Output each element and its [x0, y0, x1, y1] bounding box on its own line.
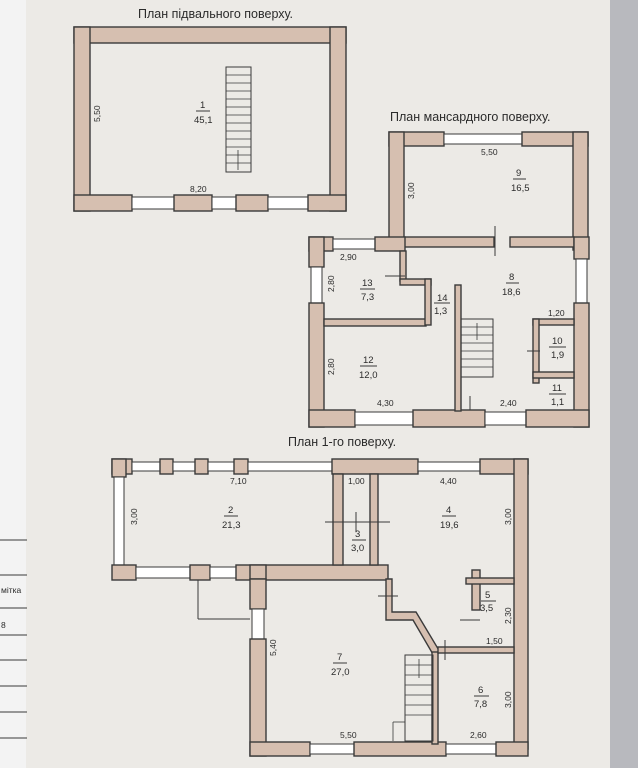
attic-room12-height-dim: 2,80 — [326, 358, 336, 375]
attic-top-width-dim: 5,50 — [481, 147, 498, 157]
room-8-number: 8 — [509, 272, 514, 283]
attic-room12-width-dim: 4,30 — [377, 398, 394, 408]
first-floor-plan — [111, 458, 529, 757]
first-room2-height-dim: 3,00 — [129, 508, 139, 525]
attic-plan-title: План мансардного поверху. — [390, 110, 551, 124]
room-12-area: 12,0 — [359, 370, 378, 381]
room-6-number: 6 — [478, 685, 483, 696]
right-background — [610, 0, 638, 768]
room-12-number: 12 — [363, 355, 374, 366]
attic-room13-height-dim: 2,80 — [326, 275, 336, 292]
room-7-number: 7 — [337, 652, 342, 663]
room-3-number: 3 — [355, 529, 360, 540]
room-5-number: 5 — [485, 590, 490, 601]
room-13-number: 13 — [362, 278, 373, 289]
first-floor-plan-title: План 1-го поверху. — [288, 435, 396, 449]
room-2-area: 21,3 — [222, 520, 241, 531]
room-11-area: 1,1 — [551, 397, 564, 408]
room-1-area: 45,1 — [194, 115, 213, 126]
first-room6-width-dim: 2,60 — [470, 730, 487, 740]
room-2-number: 2 — [228, 505, 233, 516]
basement-width-dim: 8,20 — [190, 184, 207, 194]
room-10-number: 10 — [552, 336, 563, 347]
room-10-area: 1,9 — [551, 350, 564, 361]
room-6-area: 7,8 — [474, 699, 487, 710]
room-4-area: 19,6 — [440, 520, 459, 531]
first-room2-width-dim: 7,10 — [230, 476, 247, 486]
first-room4-width-dim: 4,40 — [440, 476, 457, 486]
basement-plan — [73, 26, 347, 212]
room-9-area: 16,5 — [511, 183, 530, 194]
basement-plan-title: План підвального поверху. — [138, 7, 293, 21]
room-3-area: 3,0 — [351, 543, 364, 554]
room-7-area: 27,0 — [331, 667, 350, 678]
side-note-label: мітка — [1, 585, 22, 595]
side-note-table: мітка 8 — [0, 539, 27, 739]
room-11-number: 11 — [552, 383, 562, 394]
room-1-number: 1 — [200, 100, 205, 111]
side-note-value: 8 — [1, 620, 6, 630]
attic-plan — [308, 131, 590, 428]
first-room5-width-dim: 1,50 — [486, 636, 503, 646]
room-14-number: 14 — [437, 293, 448, 304]
first-room5-height-dim: 2,30 — [503, 607, 513, 624]
first-room6-height-dim: 3,00 — [503, 691, 513, 708]
room-9-number: 9 — [516, 168, 521, 179]
first-room7-height-dim: 5,40 — [268, 639, 278, 656]
attic-room9-height-dim: 3,00 — [406, 182, 416, 199]
first-room7-width-dim: 5,50 — [340, 730, 357, 740]
basement-height-dim: 5,50 — [92, 105, 102, 122]
attic-room13-width-dim: 2,90 — [340, 252, 357, 262]
room-5-area: 3,5 — [480, 603, 493, 614]
first-room3-width-dim: 1,00 — [348, 476, 365, 486]
room-4-number: 4 — [446, 505, 451, 516]
attic-room10-width-dim: 1,20 — [548, 308, 565, 318]
room-8-area: 18,6 — [502, 287, 521, 298]
first-room4-height-dim: 3,00 — [503, 508, 513, 525]
attic-bottom-width-dim: 2,40 — [500, 398, 517, 408]
room-13-area: 7,3 — [361, 292, 374, 303]
room-14-area: 1,3 — [434, 306, 447, 317]
